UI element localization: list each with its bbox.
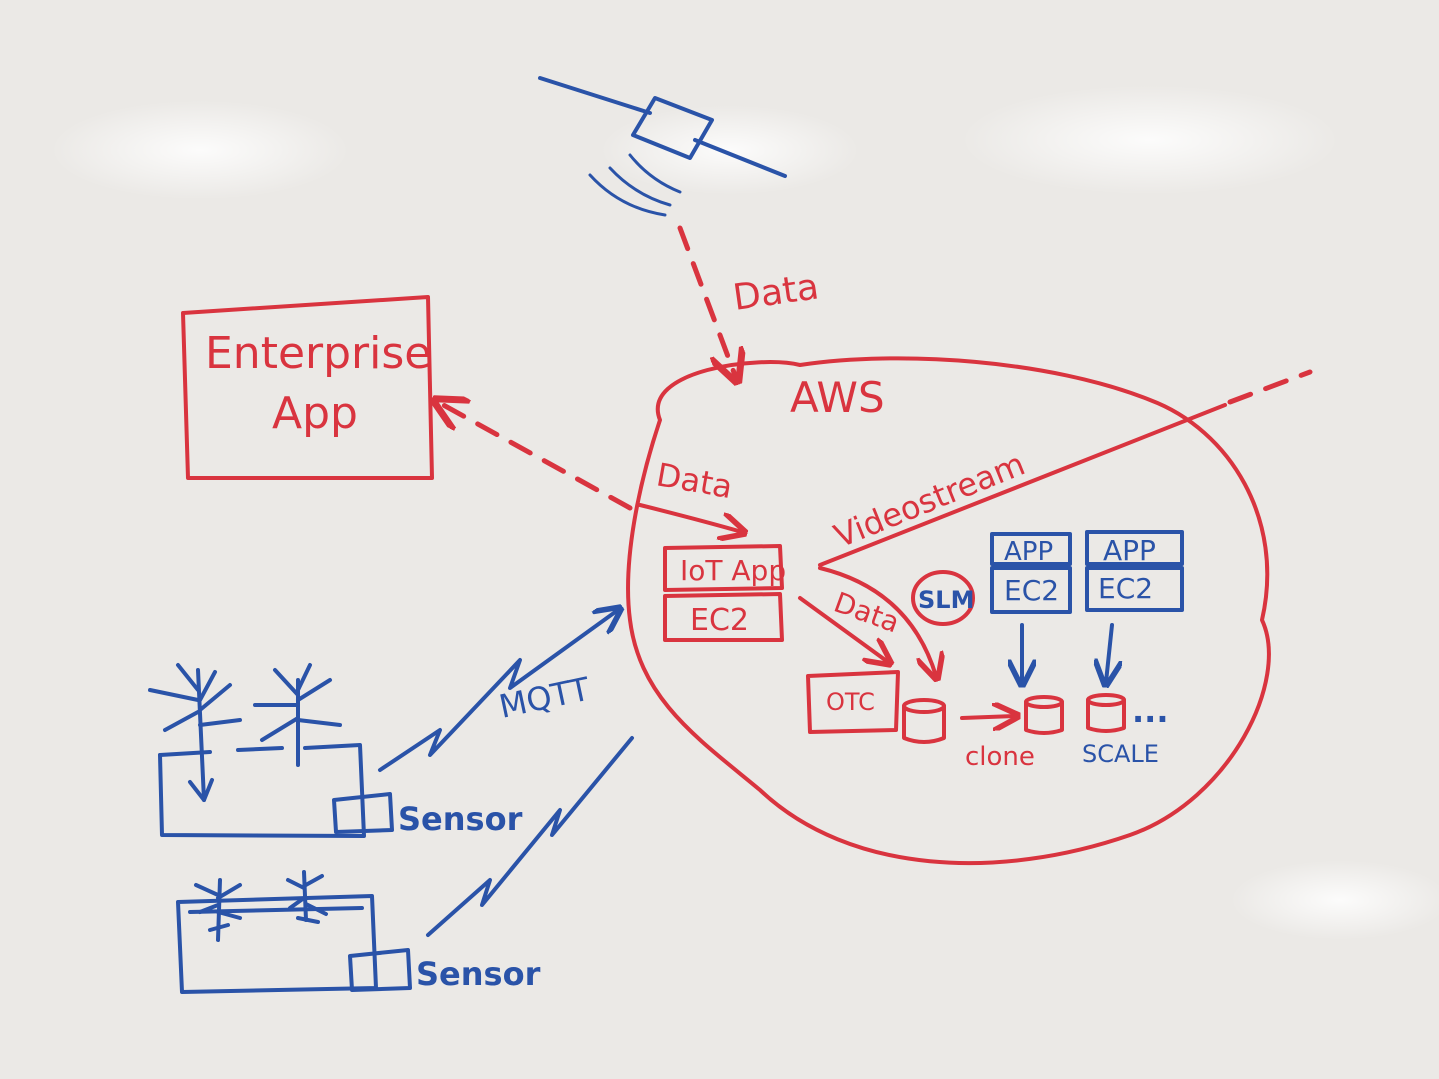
app-label-1: APP	[1004, 537, 1053, 567]
slm-node: SLM	[911, 570, 975, 626]
sensor-2	[348, 948, 412, 992]
sensor-label-2: Sensor	[416, 955, 541, 993]
iot-app-box: IoT App EC2	[663, 544, 786, 642]
plant-icon	[148, 663, 242, 802]
database-cylinder-icon	[1024, 695, 1064, 735]
plant-icon	[253, 663, 342, 767]
mqtt-link-1	[378, 610, 618, 772]
planter-1	[148, 663, 366, 838]
ellipsis-label: ...	[1132, 692, 1168, 730]
sensor-1	[332, 792, 394, 834]
light-reflection	[50, 100, 350, 200]
app-ec2-stack-1: APP EC2	[990, 532, 1072, 614]
videostream-line	[818, 403, 1227, 567]
aws-label: AWS	[790, 373, 885, 422]
scale-label: SCALE	[1082, 740, 1159, 768]
plant-icon	[194, 878, 242, 942]
clone-label: clone	[965, 742, 1035, 772]
light-reflection	[1230, 860, 1439, 940]
videostream-dashed-extension	[1227, 369, 1313, 405]
aws-cloud	[626, 356, 1271, 866]
enterprise-app-label: App	[272, 388, 358, 439]
ec2-label-2: EC2	[1098, 572, 1153, 605]
data-arrow-inbound	[638, 503, 742, 532]
database-cylinder-icon	[902, 698, 946, 744]
otc-label: OTC	[826, 688, 875, 716]
light-reflection	[600, 105, 860, 195]
ec2-main-label: EC2	[690, 603, 749, 638]
data-arrow-to-db	[818, 566, 936, 676]
satellite-icon	[538, 76, 787, 217]
app-ec2-stack-2: APP EC2	[1085, 530, 1184, 612]
slm-label: SLM	[918, 586, 974, 614]
plant-icon	[286, 870, 328, 924]
app-label-2: APP	[1103, 534, 1156, 567]
mqtt-link-2	[426, 736, 634, 937]
data-arrow-enterprise	[438, 402, 633, 511]
ec2-label-1: EC2	[1004, 574, 1059, 607]
data-arrow-satellite	[677, 225, 736, 378]
enterprise-app-box: Enterprise App	[181, 295, 434, 480]
sensor-label-1: Sensor	[398, 800, 523, 838]
iot-app-label: IoT App	[680, 554, 786, 587]
otc-box: OTC	[806, 670, 900, 734]
enterprise-label: Enterprise	[205, 328, 431, 379]
clone-arrow	[960, 716, 1015, 718]
down-arrow-2	[1106, 623, 1112, 682]
database-cylinder-icon	[1086, 693, 1126, 733]
data-arrow-to-otc	[798, 596, 888, 662]
light-reflection	[960, 85, 1340, 195]
